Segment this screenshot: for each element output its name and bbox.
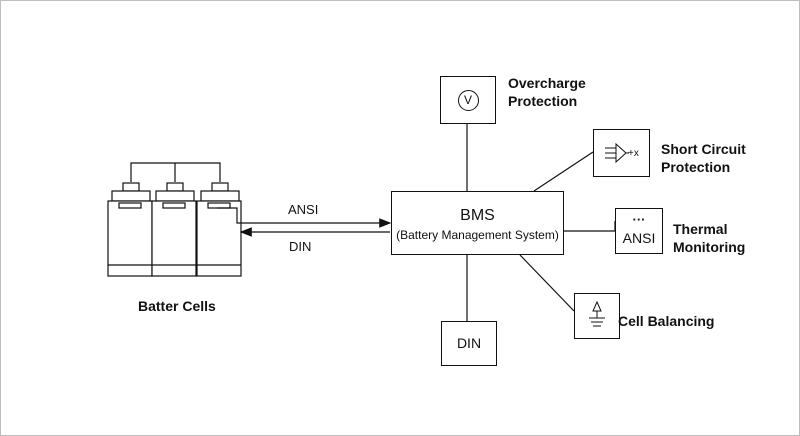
thermal-label-2: Monitoring	[673, 239, 746, 255]
short-circuit-box[interactable]: +x	[593, 129, 650, 177]
ground-icon	[589, 300, 605, 327]
overcharge-label-2: Protection	[508, 93, 578, 109]
battery-cell-icon	[151, 182, 197, 277]
link-thermal	[564, 221, 616, 232]
short-circuit-label-2: Protection	[661, 159, 731, 175]
thermal-box-text: ANSI	[622, 230, 656, 246]
din-link-label: DIN	[289, 239, 312, 254]
overcharge-label-1: Overcharge	[508, 75, 586, 91]
din-box-text: DIN	[456, 335, 482, 351]
battery-label: Batter Cells	[138, 298, 216, 314]
ansi-link-label: ANSI	[288, 202, 319, 217]
overcharge-box[interactable]: V	[440, 76, 496, 124]
link-balancing	[519, 254, 575, 312]
short-circuit-icon-text: +x	[628, 148, 639, 159]
thermal-label-1: Thermal	[673, 221, 728, 237]
link-short-circuit	[533, 151, 594, 192]
din-box[interactable]: DIN	[441, 321, 497, 366]
comparator-icon	[605, 142, 629, 164]
battery-cells	[107, 162, 242, 277]
short-circuit-label-1: Short Circuit	[661, 141, 746, 157]
battery-cell-icon	[107, 182, 153, 277]
bms-title: BMS	[460, 207, 495, 224]
bms-subtitle: (Battery Management System)	[396, 228, 559, 242]
thermal-box[interactable]: ··· ANSI	[615, 208, 663, 254]
voltmeter-icon: V	[457, 89, 479, 111]
bms-box[interactable]: BMS (Battery Management System)	[391, 191, 564, 255]
thermal-dots: ···	[632, 212, 646, 227]
battery-cell-icon	[196, 182, 242, 277]
cell-balancing-box[interactable]	[574, 293, 620, 339]
ansi-arrow	[217, 207, 392, 228]
cell-balancing-label: Cell Balancing	[618, 313, 715, 329]
